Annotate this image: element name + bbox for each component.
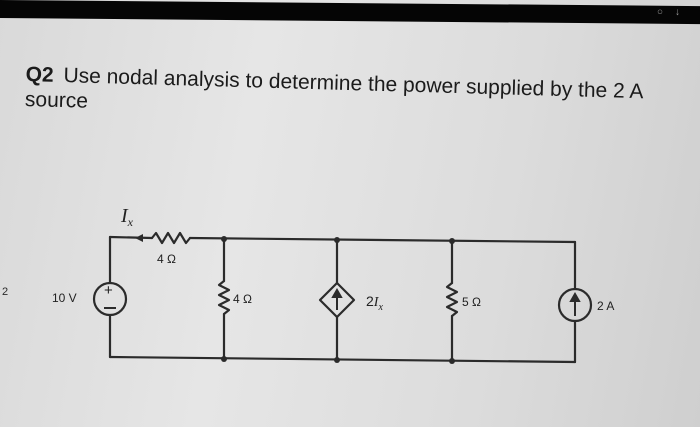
current-source-label: 2 A bbox=[597, 299, 614, 313]
voltage-source-label: 10 V bbox=[52, 291, 77, 305]
node-dot-top-2 bbox=[334, 237, 340, 243]
voltage-source-plus: + bbox=[104, 282, 113, 299]
wire-top-right bbox=[188, 236, 577, 244]
current-source-circle bbox=[557, 287, 593, 323]
series-resistor-4ohm bbox=[150, 231, 192, 245]
series-resistor-label: 4 Ω bbox=[157, 252, 176, 266]
ix-arrow-icon bbox=[135, 234, 143, 242]
voltage-source-circle bbox=[92, 281, 128, 317]
dependent-source-label: 2Ix bbox=[366, 293, 383, 313]
node-dot-top-3 bbox=[449, 238, 455, 244]
current-source-arrow-icon bbox=[569, 291, 581, 316]
node-dot-bottom-2 bbox=[334, 357, 340, 363]
shunt-resistor-4ohm bbox=[217, 279, 231, 316]
dependent-source-arrow-icon bbox=[331, 287, 343, 310]
ix-label: Ix bbox=[120, 205, 134, 229]
wire-top-left bbox=[108, 235, 154, 240]
node-dot-top-1 bbox=[221, 236, 227, 242]
shunt-resistor-1-label: 4 Ω bbox=[233, 292, 252, 306]
node-dot-bottom-1 bbox=[221, 356, 227, 362]
node-dot-bottom-3 bbox=[449, 358, 455, 364]
shunt-resistor-2-label: 5 Ω bbox=[462, 295, 481, 309]
shunt-resistor-5ohm bbox=[445, 281, 459, 318]
edge-mark: 2 bbox=[2, 286, 9, 298]
wire-bottom bbox=[108, 355, 577, 364]
